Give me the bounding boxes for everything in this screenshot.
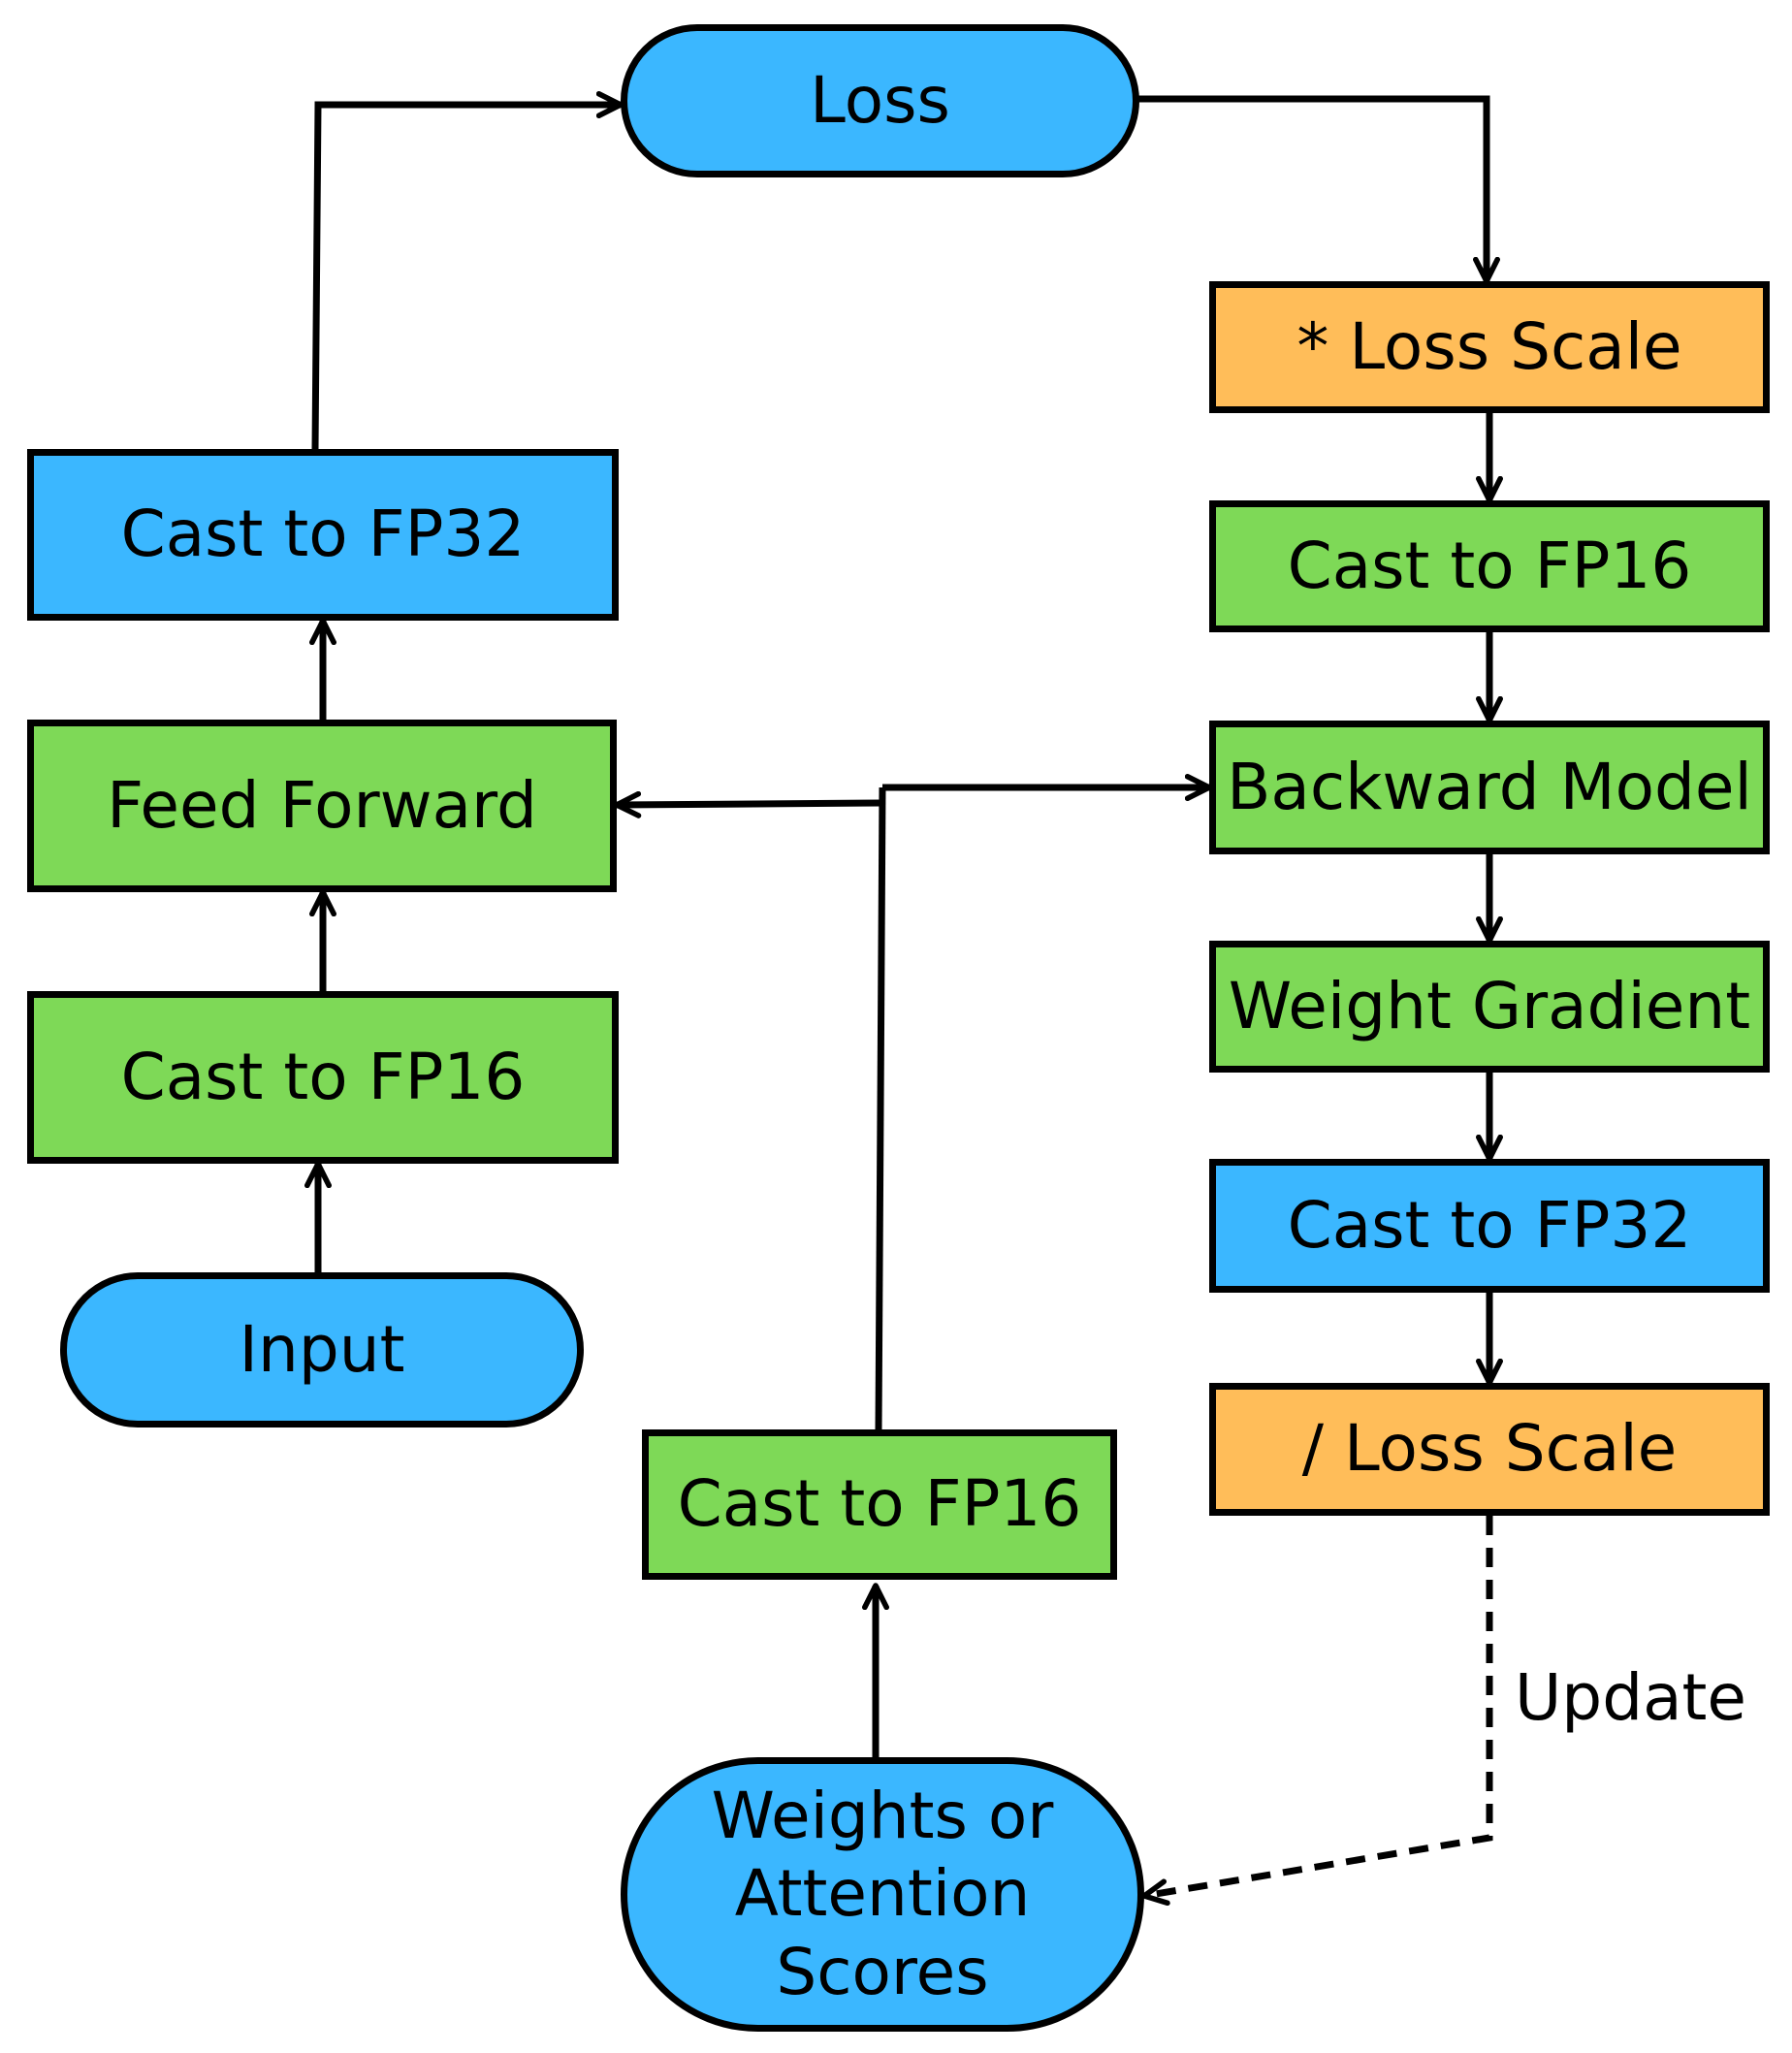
loss-node-label: Loss xyxy=(810,62,950,138)
cast-fp32-left-node: Cast to FP32 xyxy=(27,449,619,621)
cast-fp16-left-node: Cast to FP16 xyxy=(27,991,619,1164)
weight-gradient-node: Weight Gradient xyxy=(1209,941,1770,1073)
weights-line-3: Scores xyxy=(776,1934,989,2009)
cast-fp16-right-label: Cast to FP16 xyxy=(1287,528,1692,603)
loss-scale-divide-label: / Loss Scale xyxy=(1301,1411,1678,1487)
update-edge-label: Update xyxy=(1515,1660,1747,1735)
cast-fp32-left-label: Cast to FP32 xyxy=(120,497,526,572)
cast-fp16-left-label: Cast to FP16 xyxy=(120,1039,526,1114)
backward-model-label: Backward Model xyxy=(1227,749,1752,824)
cast-fp16-middle-node: Cast to FP16 xyxy=(642,1429,1117,1580)
input-node: Input xyxy=(60,1272,584,1427)
edge-update-to-weights xyxy=(1141,1516,1493,1907)
feed-forward-node: Feed Forward xyxy=(27,720,617,892)
edge-cast-fp16-middle-branch xyxy=(875,786,886,1430)
weights-line-2: Attention xyxy=(734,1856,1031,1932)
cast-fp32-right-node: Cast to FP32 xyxy=(1209,1159,1770,1293)
weights-node: Weights or Attention Scores xyxy=(621,1757,1144,2032)
edge-cast-fp16-middle-to-feed-forward xyxy=(614,790,883,818)
loss-scale-divide-node: / Loss Scale xyxy=(1209,1383,1770,1516)
loss-scale-multiply-node: * Loss Scale xyxy=(1209,281,1770,413)
feed-forward-label: Feed Forward xyxy=(107,767,537,843)
loss-scale-multiply-label: * Loss Scale xyxy=(1296,308,1682,384)
loss-node: Loss xyxy=(621,24,1139,177)
cast-fp16-middle-label: Cast to FP16 xyxy=(677,1466,1082,1542)
cast-fp16-right-node: Cast to FP16 xyxy=(1209,500,1770,632)
input-node-label: Input xyxy=(239,1311,405,1387)
edge-cast-fp32-left-to-loss xyxy=(311,91,624,450)
edge-loss-to-loss-scale-multiply xyxy=(1136,95,1500,284)
weight-gradient-label: Weight Gradient xyxy=(1228,968,1751,1043)
weights-line-1: Weights or xyxy=(711,1778,1054,1853)
backward-model-node: Backward Model xyxy=(1209,721,1770,854)
cast-fp32-right-label: Cast to FP32 xyxy=(1287,1187,1692,1263)
